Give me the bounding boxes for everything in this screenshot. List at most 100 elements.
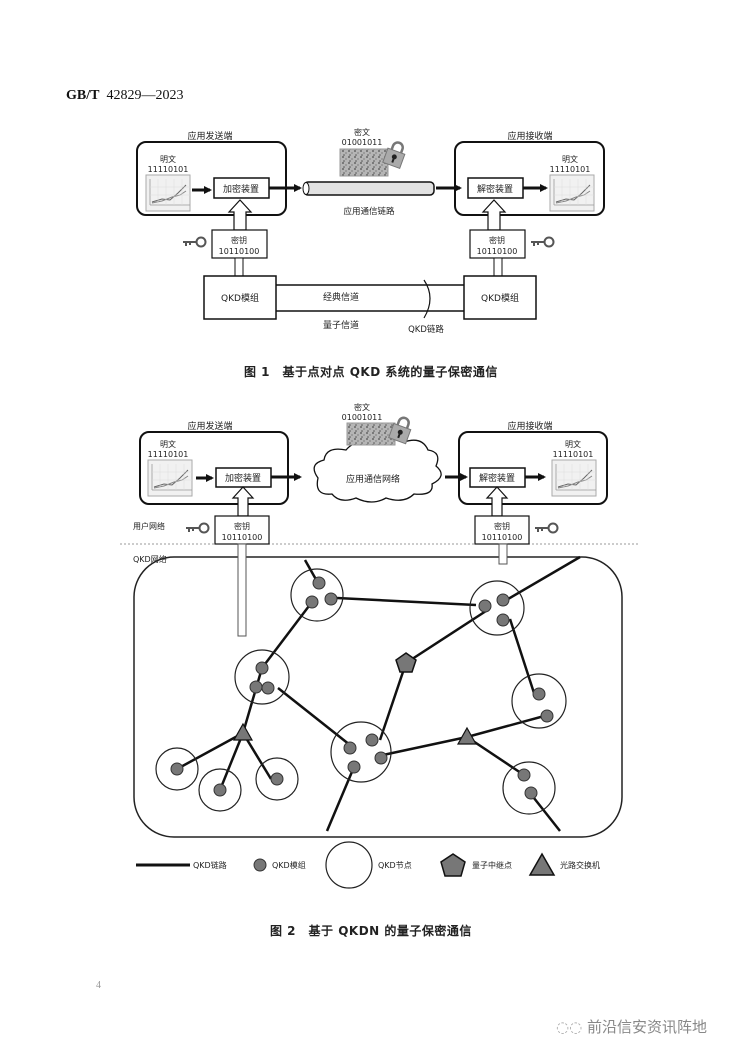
watermark-text: 前沿信安资讯阵地: [586, 1018, 707, 1036]
qkd-module: [517, 768, 531, 782]
f2-receiver-title: 应用接收端: [507, 420, 552, 432]
f2-ciphertext-block: [346, 422, 396, 446]
f1-receiver-title: 应用接收端: [507, 130, 552, 142]
f1-key-arrow-left: [227, 199, 253, 231]
qkd-link: [261, 601, 313, 669]
qkd-link: [176, 731, 244, 771]
qkd-module: [496, 593, 510, 607]
f1-qkd-module-left: [203, 275, 277, 320]
f2-key-feed-right: [498, 543, 508, 565]
standard-prefix: GB/T: [66, 88, 100, 103]
f2-key-label-left: 密钥: [234, 521, 250, 531]
qkd-module: [255, 661, 269, 675]
f1-key-box-left: [211, 229, 268, 259]
f2-legend: QKD链路 QKD模组 QKD节点 量子中继点 光路交换机: [136, 841, 600, 889]
qkd-module: [261, 681, 275, 695]
wechat-icon: ◌◌: [556, 1018, 583, 1036]
f2-sender-chart-icon: [147, 459, 193, 497]
f1-key-icon-left: [182, 236, 207, 248]
f1-key-box-right: [469, 229, 526, 259]
f1-sender-title: 应用发送端: [187, 130, 232, 142]
qkd-module: [270, 772, 284, 786]
f1-quantum-channel-label: 量子信道: [323, 319, 359, 331]
f1-classical-channel-label: 经典信道: [323, 291, 359, 303]
figure-2-caption: 图 2 基于 QKDN 的量子保密通信: [270, 924, 472, 938]
f2-qkd-network-label: QKD网络: [133, 554, 167, 564]
qkd-module: [496, 613, 510, 627]
f1-lock-icon: [381, 138, 410, 170]
qkd-module: [524, 786, 538, 800]
f1-r-plaintext-label: 明文: [562, 154, 578, 164]
f2-lock-icon: [387, 413, 416, 446]
qkd-node: [290, 568, 344, 622]
legend-node-icon: [325, 841, 373, 889]
legend-module-icon: [253, 858, 267, 872]
f1-plaintext-label: 明文: [160, 154, 176, 164]
f2-key-bits-right: 10110100: [482, 533, 523, 542]
f2-key-label-right: 密钥: [494, 521, 510, 531]
watermark: ◌◌ 前沿信安资讯阵地: [556, 1016, 707, 1037]
f1-qkd-module-right-label: QKD模组: [481, 292, 519, 304]
legend-label-link: QKD链路: [193, 860, 227, 870]
qkd-link: [277, 687, 351, 746]
f1-key-arrow-right: [481, 199, 507, 231]
optical-switch-triangle: [232, 722, 254, 741]
qkd-link: [382, 735, 468, 757]
f2-ciphertext-label: 密文: [354, 402, 370, 412]
qkd-link: [508, 618, 536, 694]
legend-label-relay: 量子中继点: [472, 860, 512, 870]
f1-ciphertext-bits: 01001011: [342, 138, 383, 147]
f2-plaintext-bits: 11110101: [148, 450, 189, 459]
f1-key-label-left: 密钥: [231, 235, 247, 245]
f2-r-plaintext-label: 明文: [565, 439, 581, 449]
standard-number: 42829—2023: [106, 88, 184, 103]
f2-key-box-right: [474, 515, 530, 545]
qkd-module: [249, 680, 263, 694]
qkd-node: [198, 768, 242, 812]
qkd-link: [241, 732, 273, 780]
qkd-node: [511, 673, 567, 729]
f2-network-graph: [155, 555, 581, 832]
qkd-module: [324, 592, 338, 606]
f1-qkd-module-right: [463, 275, 537, 320]
qkd-module: [347, 760, 361, 774]
qkd-module: [374, 751, 388, 765]
f1-link-label: 应用通信链路: [343, 206, 395, 217]
f2-key-bits-left: 10110100: [222, 533, 263, 542]
f1-communication-link: [303, 181, 435, 196]
f2-cloud-network: [313, 437, 442, 503]
legend-pentagon-icon: [440, 853, 466, 877]
qkd-node: [502, 761, 556, 815]
qkd-module: [343, 741, 357, 755]
qkd-module: [532, 687, 546, 701]
legend-label-switch: 光路交换机: [560, 860, 600, 870]
standard-code: GB/T 42829—2023: [66, 88, 183, 104]
qkd-link: [336, 596, 477, 607]
qkd-node: [255, 757, 299, 801]
f2-key-icon-right: [534, 522, 559, 534]
f2-plaintext-label: 明文: [160, 439, 176, 449]
f2-key-feed-left: [237, 543, 247, 637]
f1-receiver-box: [454, 141, 605, 216]
f2-sender-box: [139, 431, 289, 505]
qkd-module: [312, 576, 326, 590]
f2-receiver-chart-icon: [551, 459, 597, 497]
qkd-link: [325, 766, 356, 832]
page-number: 4: [96, 980, 101, 991]
qkd-module: [305, 595, 319, 609]
f2-network-label: 应用通信网络: [346, 473, 400, 485]
f2-sender-title: 应用发送端: [187, 420, 232, 432]
qkd-node: [469, 580, 525, 636]
legend-label-node: QKD节点: [378, 861, 412, 870]
qkd-node: [155, 747, 199, 791]
f1-decrypt-label: 解密装置: [477, 183, 513, 195]
f1-key-bits-left: 10110100: [219, 247, 260, 256]
figure-1-caption: 图 1 基于点对点 QKD 系统的量子保密通信: [244, 365, 498, 379]
legend-label-module: QKD模组: [272, 860, 306, 870]
f1-key-label-right: 密钥: [489, 235, 505, 245]
qkd-node: [234, 649, 290, 705]
optical-switch-triangle: [456, 726, 478, 745]
qkd-module: [478, 599, 492, 613]
f2-user-network-label: 用户网络: [133, 521, 165, 531]
f2-receiver-box: [458, 431, 608, 505]
